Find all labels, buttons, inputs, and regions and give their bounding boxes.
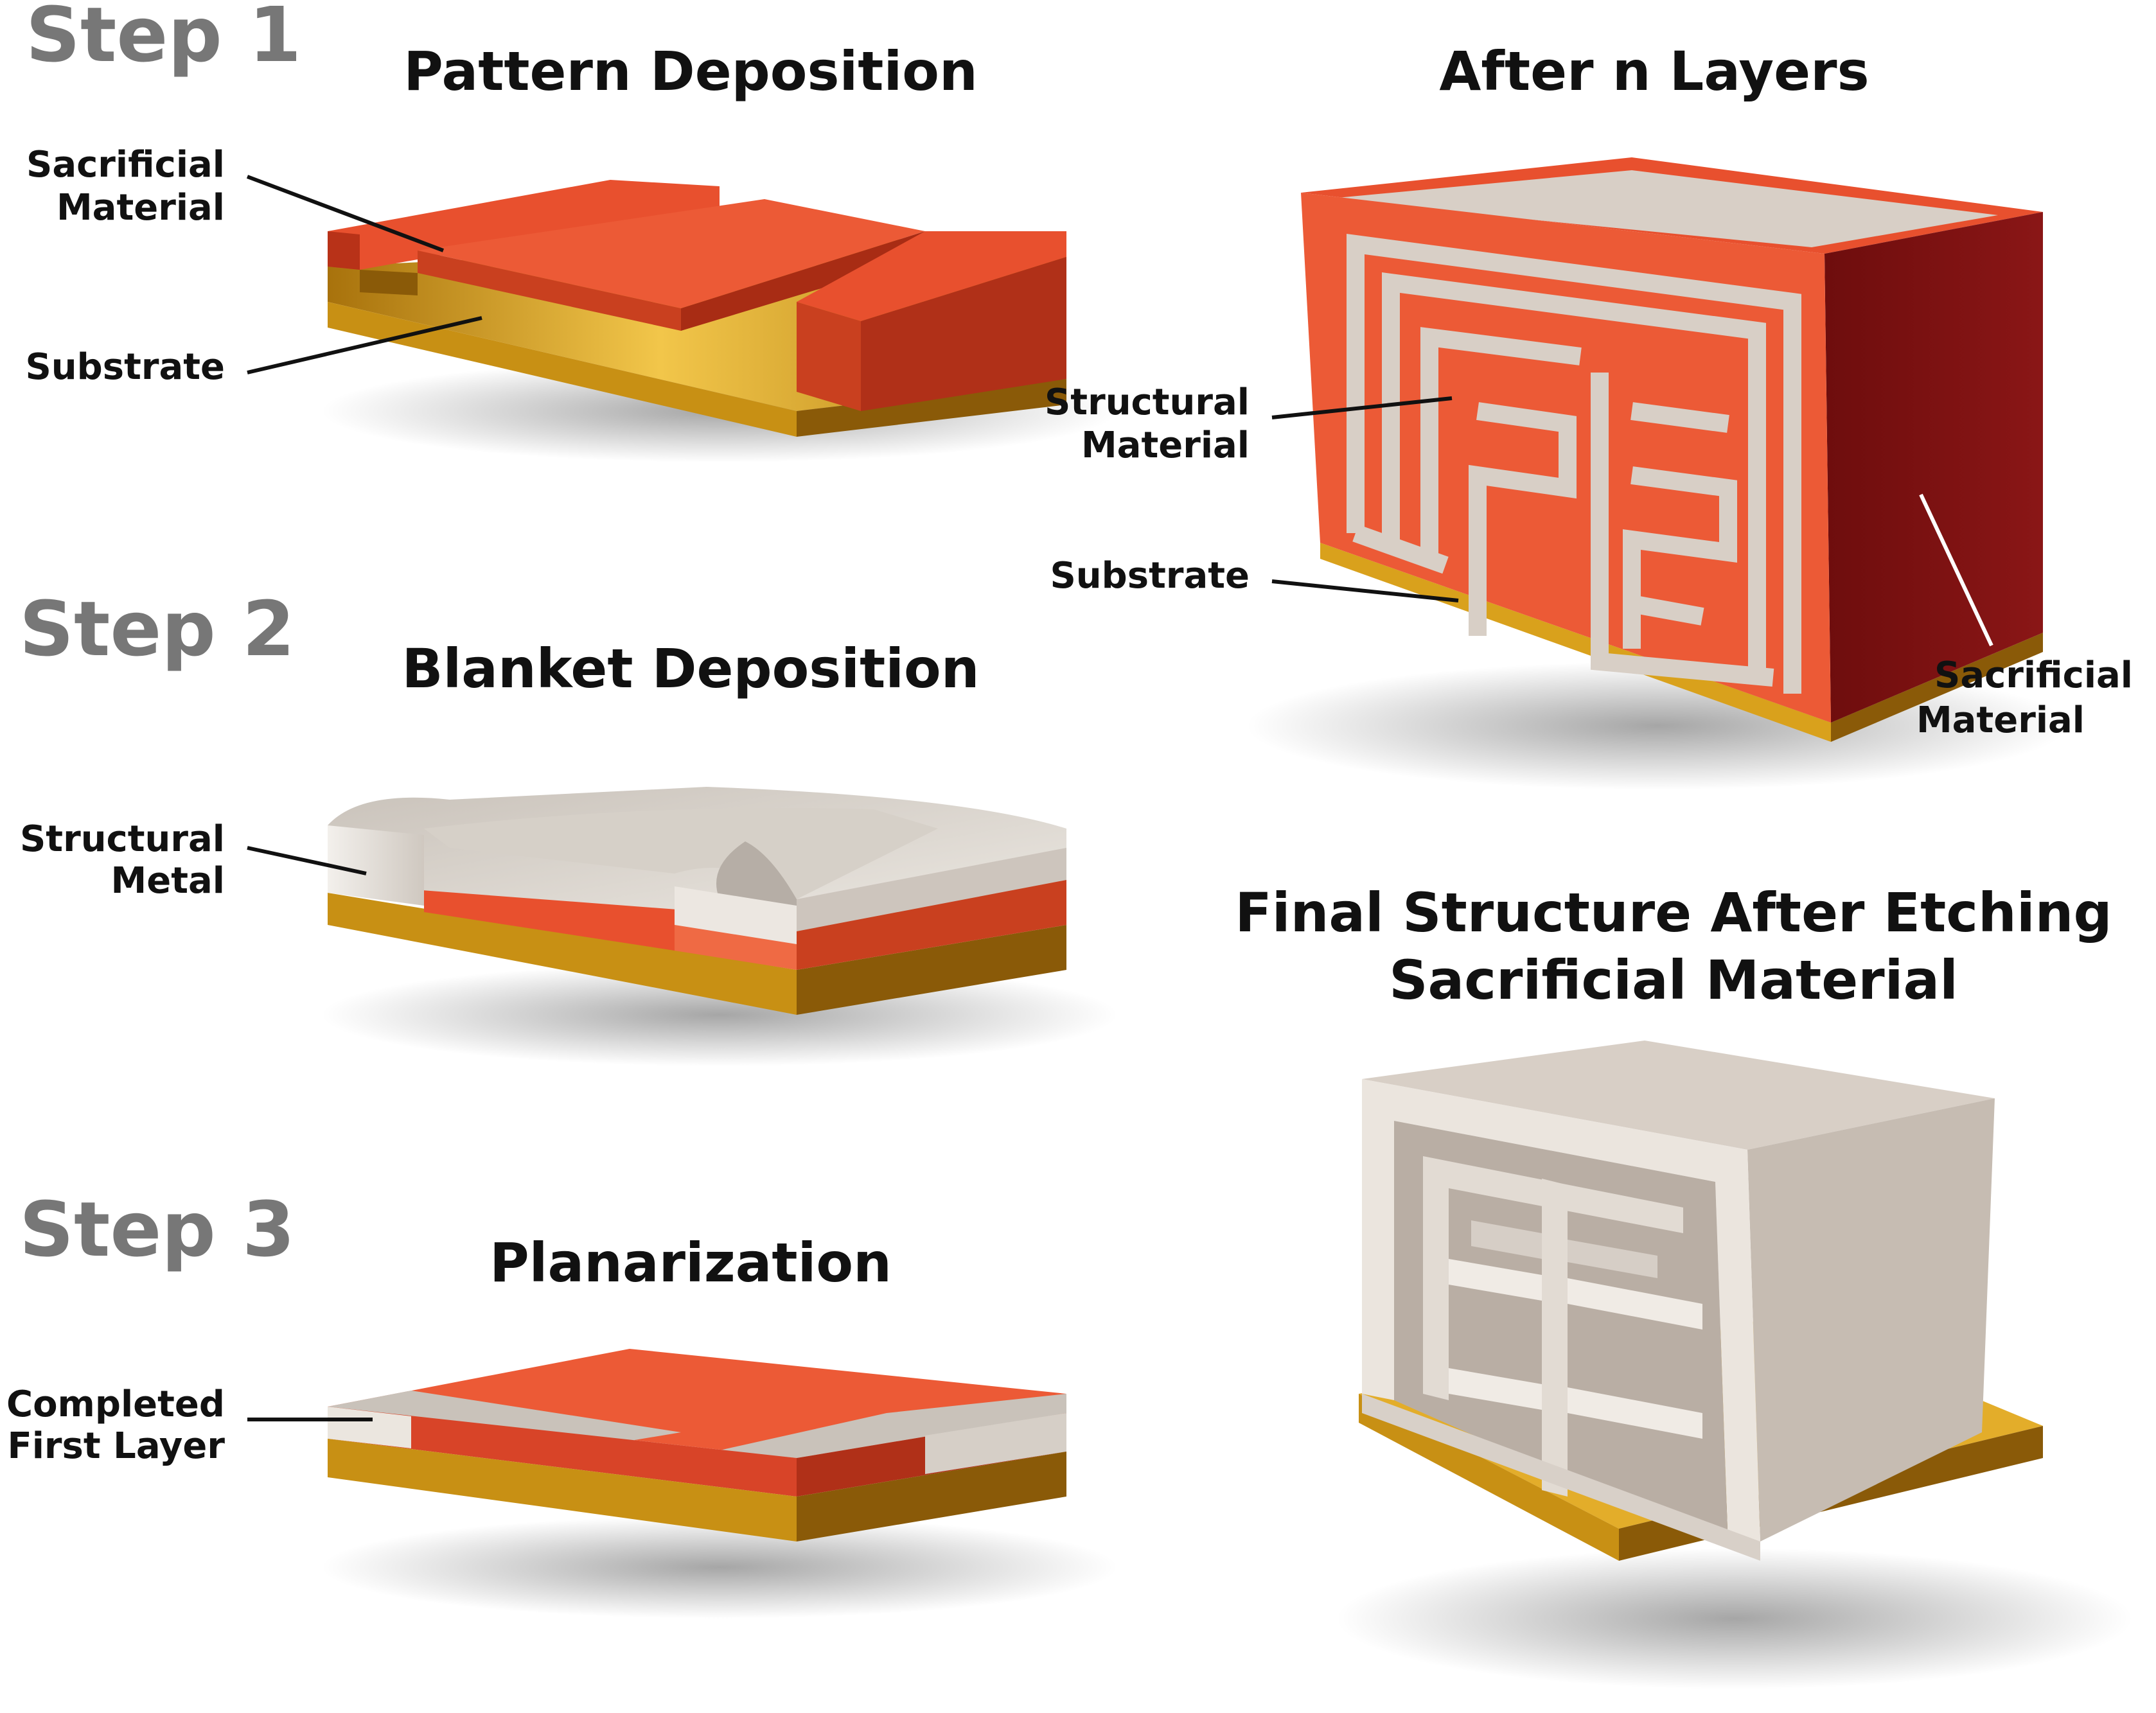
final-structure-title-line2: Sacrificial Material bbox=[1389, 949, 1958, 1012]
nlayers-sacrificial-leader bbox=[1919, 493, 1993, 647]
step-3-label: Step 3 bbox=[19, 1185, 295, 1274]
final-structure-title-line1: Final Structure After Etching bbox=[1235, 881, 2112, 944]
step1-sacrificial-label-1: Sacrificial bbox=[26, 144, 225, 186]
step1-sacrificial-label-2: Material bbox=[57, 187, 225, 229]
nlayers-substrate-leader bbox=[1271, 579, 1459, 602]
blanket-deposition-title: Blanket Deposition bbox=[402, 637, 979, 700]
step2-structural-label-1: Structural bbox=[20, 818, 225, 860]
step1-substrate-label: Substrate bbox=[25, 346, 225, 388]
planarization-title: Planarization bbox=[490, 1231, 892, 1294]
step-3-model bbox=[321, 1349, 1118, 1619]
step-1-label: Step 1 bbox=[26, 0, 301, 79]
after-n-layers-model bbox=[1246, 157, 2069, 790]
step1-sacrificial-leader bbox=[246, 175, 445, 252]
nlayers-substrate-label: Substrate bbox=[1050, 555, 1250, 597]
nlayers-structural-label-1: Structural bbox=[1045, 382, 1250, 423]
step3-completed-label-2: First Layer bbox=[7, 1425, 225, 1467]
step-2-label: Step 2 bbox=[19, 584, 295, 673]
nlayers-sacrificial-label-1: Sacrificial bbox=[1934, 654, 2133, 696]
final-structure-model bbox=[1336, 1041, 2133, 1689]
pattern-deposition-title: Pattern Deposition bbox=[403, 40, 978, 103]
nlayers-sacrificial-label-2: Material bbox=[1916, 699, 2085, 741]
nlayers-structural-label-2: Material bbox=[1081, 425, 1250, 466]
step-1-model bbox=[321, 180, 1118, 462]
step2-structural-label-2: Metal bbox=[111, 860, 225, 902]
nlayers-structural-leader bbox=[1271, 396, 1453, 419]
step1-substrate-leader bbox=[247, 316, 482, 374]
step2-structural-leader bbox=[247, 846, 367, 875]
step-2-model bbox=[321, 787, 1118, 1066]
after-n-layers-title: After n Layers bbox=[1439, 40, 1869, 103]
step3-completed-label-1: Completed bbox=[6, 1384, 225, 1425]
